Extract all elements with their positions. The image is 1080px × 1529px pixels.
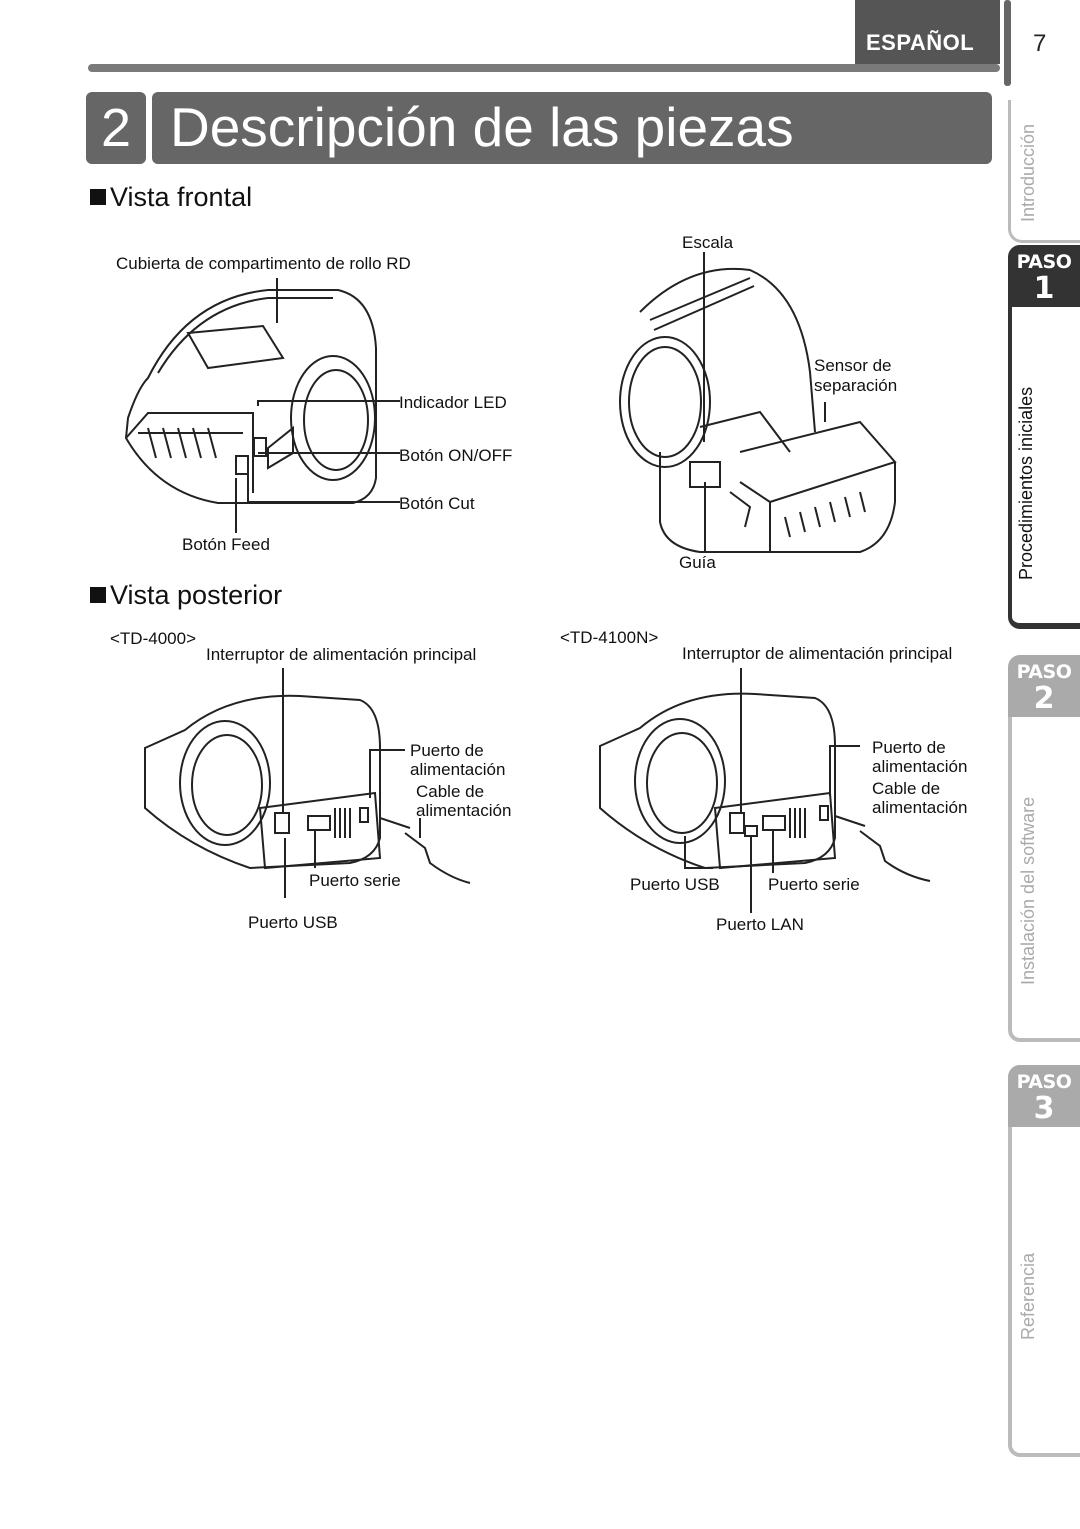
label-sensor-1: Sensor de xyxy=(814,356,892,375)
tab-paso-3-header[interactable]: PASO 3 xyxy=(1008,1065,1080,1127)
label-serial-right: Puerto serie xyxy=(768,875,860,894)
label-power-switch-right: Interruptor de alimentación principal xyxy=(682,644,953,663)
label-usb-right: Puerto USB xyxy=(630,875,720,894)
printer-rear-td4000-illustration xyxy=(144,668,471,898)
paso-1-number: 1 xyxy=(1033,271,1055,306)
label-power-port-right-1: Puerto de xyxy=(872,738,946,757)
label-power-port-left-1: Puerto de xyxy=(410,741,484,760)
label-power-switch-left: Interruptor de alimentación principal xyxy=(206,645,477,664)
tab-paso-3-label: Referencia xyxy=(1018,1252,1038,1340)
paso-3-word: PASO xyxy=(1016,1071,1072,1093)
tab-paso-2-body[interactable] xyxy=(1008,717,1080,1042)
paso-3-number: 3 xyxy=(1033,1091,1055,1126)
label-power-cable-right-1: Cable de xyxy=(872,779,941,798)
paso-2-word: PASO xyxy=(1016,661,1072,683)
printer-rear-td4100n-illustration xyxy=(599,668,931,913)
label-feed: Botón Feed xyxy=(182,535,270,554)
square-bullet-icon xyxy=(90,587,106,603)
tab-paso-1-body[interactable] xyxy=(1008,307,1080,629)
title-box xyxy=(152,92,992,164)
front-view-heading: Vista frontal xyxy=(90,182,252,213)
header-divider xyxy=(1004,0,1011,86)
label-power-cable-left-2: alimentación xyxy=(416,801,512,820)
paso-2-number: 2 xyxy=(1033,681,1055,716)
language-label: ESPAÑOL xyxy=(866,30,975,55)
tab-paso-2-label: Instalación del software xyxy=(1018,796,1038,985)
page-title: Descripción de las piezas xyxy=(170,96,794,158)
tab-paso-3-body[interactable] xyxy=(1008,1127,1080,1457)
title-number: 2 xyxy=(100,98,132,158)
label-power-cable-right-2: alimentación xyxy=(872,798,968,817)
label-led: Indicador LED xyxy=(399,393,507,412)
label-model-td4000: <TD-4000> xyxy=(110,629,196,648)
label-power-port-left-2: alimentación xyxy=(410,760,506,779)
page-number: 7 xyxy=(1033,30,1047,57)
label-lan-right: Puerto LAN xyxy=(716,915,804,934)
printer-open-illustration xyxy=(619,252,897,553)
label-on-off: Botón ON/OFF xyxy=(399,446,513,465)
label-cover: Cubierta de compartimento de rollo RD xyxy=(116,254,411,273)
language-tab xyxy=(855,0,1000,64)
printer-front-illustration xyxy=(124,278,400,533)
label-serial-left: Puerto serie xyxy=(309,871,401,890)
header-rule xyxy=(88,64,1000,72)
label-power-cable-left-1: Cable de xyxy=(416,782,485,801)
label-cut: Botón Cut xyxy=(399,494,475,513)
label-guide: Guía xyxy=(679,553,716,572)
tab-paso-1-header[interactable]: PASO 1 xyxy=(1008,245,1080,307)
label-scale: Escala xyxy=(682,233,734,252)
title-number-box xyxy=(86,92,146,164)
paso-1-word: PASO xyxy=(1016,251,1072,273)
square-bullet-icon xyxy=(90,189,106,205)
label-power-port-right-2: alimentación xyxy=(872,757,968,776)
tab-introduccion[interactable] xyxy=(1008,100,1080,243)
tab-paso-2-header[interactable]: PASO 2 xyxy=(1008,655,1080,717)
label-model-td4100n: <TD-4100N> xyxy=(560,628,659,647)
label-usb-left: Puerto USB xyxy=(248,913,338,932)
label-sensor-2: separación xyxy=(814,376,898,395)
tab-intro-label: Introducción xyxy=(1018,123,1038,222)
rear-view-heading: Vista posterior xyxy=(90,580,282,611)
tab-paso-1-label: Procedimientos iniciales xyxy=(1016,386,1036,580)
